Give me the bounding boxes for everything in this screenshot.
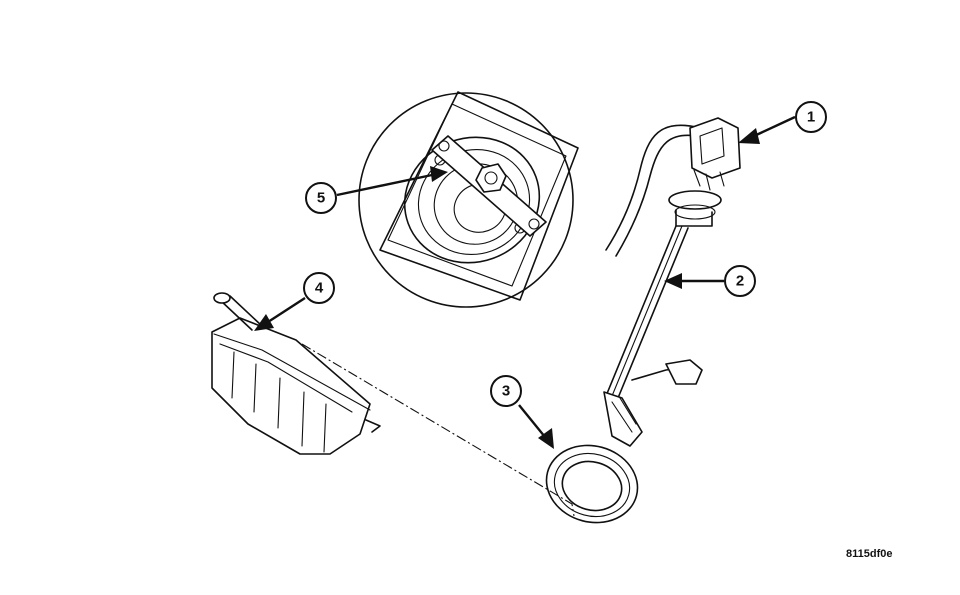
lock-ring	[545, 444, 639, 524]
detail-view	[358, 91, 579, 308]
retaining-strap	[431, 135, 547, 237]
callout-3: 3	[490, 375, 522, 407]
callout-leaders	[254, 115, 796, 449]
fuel-pump-module	[603, 117, 741, 447]
callout-5: 5	[305, 182, 337, 214]
callout-label: 4	[315, 280, 324, 297]
callout-label: 5	[317, 190, 325, 207]
callout-label: 1	[807, 109, 815, 126]
figure-id: 8115df0e	[846, 548, 893, 560]
fuel-tank	[211, 292, 381, 455]
callout-label: 2	[736, 273, 744, 290]
assembly-line	[301, 343, 575, 517]
callout-label: 3	[502, 383, 510, 400]
callout-1: 1	[795, 101, 827, 133]
callout-2: 2	[724, 265, 756, 297]
electrical-connector	[689, 117, 741, 191]
callout-4: 4	[303, 272, 335, 304]
